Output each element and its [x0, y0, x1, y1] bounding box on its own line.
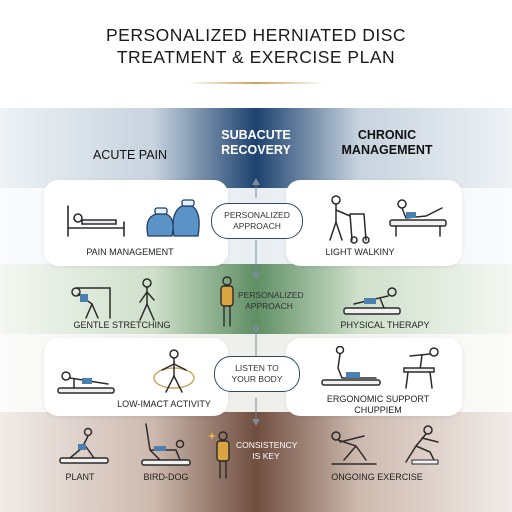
ice-pack-icon	[146, 199, 200, 237]
walker-icon	[329, 195, 370, 244]
center-axis-arrows	[252, 178, 260, 426]
plank-icon	[343, 287, 401, 315]
label-ergonomic-line2: CHUPPIEM	[354, 405, 402, 415]
label-ongoing-exercise: ONGOING EXERCISE	[331, 472, 423, 482]
walking-icon	[139, 278, 155, 321]
chair-support-icon	[403, 347, 439, 389]
label-low-impact: LOW-IMACT ACTIVITY	[117, 399, 211, 409]
label-ergonomic-line1: ERGONOMIC SUPPORT	[326, 394, 430, 404]
bird-dog-icon	[141, 423, 191, 466]
mid4-line1: CONSISTENCY	[236, 440, 298, 450]
column-header-chronic-text: CHRONIC MANAGEMENT	[341, 128, 433, 157]
pill1-line1: PERSONALIZED	[224, 210, 290, 220]
column-header-subacute-text: SUBACUTE RECOVERY	[221, 128, 291, 157]
label-ergonomic: ERGONOMIC SUPPORT CHUPPIEM	[318, 394, 438, 416]
pushup-icon	[57, 371, 115, 394]
card-low-impact	[44, 338, 228, 416]
personalized-approach-text: PERSONALIZED APPROACH	[238, 290, 304, 312]
column-header-subacute: SUBACUTE RECOVERY	[196, 128, 316, 158]
title-line-1: PERSONALIZED HERNIATED DISC	[105, 25, 407, 45]
label-gentle-stretching: GENTLE STRETCHING	[73, 320, 171, 330]
stretch-bar-icon	[71, 287, 111, 319]
mid4-line2: IS KEY	[252, 451, 280, 461]
label-physical-therapy: PHYSICAL THERAPY	[340, 320, 430, 330]
listen-to-body-pill: LISTEN TO YOUR BODY	[214, 356, 300, 392]
pill3-line2: YOUR BODY	[231, 374, 283, 384]
leg-raise-icon	[389, 199, 447, 237]
title-line-2: TREATMENT & EXERCISE PLAN	[116, 47, 396, 67]
pill3-line1: LISTEN TO	[235, 363, 279, 373]
rotation-figure-icon	[153, 349, 195, 393]
label-plant: PLANT	[65, 472, 95, 482]
mid2-line2: APPROACH	[245, 301, 293, 311]
bed-rest-icon	[67, 205, 125, 237]
label-bird-dog: BIRD-DOG	[143, 472, 189, 482]
column-header-acute: ACUTE PAIN	[92, 148, 168, 162]
cobra-stretch-icon	[321, 346, 381, 386]
plank-low-icon	[59, 427, 109, 464]
personalized-approach-pill: PERSONALIZED APPROACH	[211, 203, 303, 239]
column-header-chronic: CHRONIC MANAGEMENT	[312, 128, 462, 158]
pill1-line2: APPROACH	[233, 221, 281, 231]
lunge-stretch-icon	[405, 425, 439, 465]
mid2-line1: PERSONALIZED	[238, 290, 304, 300]
card-ergonomic	[286, 338, 462, 416]
kneeling-stretch-icon	[331, 431, 377, 465]
page-title: PERSONALIZED HERNIATED DISC TREATMENT & …	[0, 24, 512, 68]
label-light-walking: LIGHT WALKINY	[325, 247, 395, 257]
meditate-figure-icon	[208, 431, 230, 479]
standing-figure-icon	[220, 276, 234, 327]
label-pain-management: PAIN MANAGEMENT	[86, 247, 174, 257]
title-divider	[186, 82, 326, 84]
header-band	[0, 108, 512, 188]
consistency-text: CONSISTENCY IS KEY	[236, 440, 298, 462]
